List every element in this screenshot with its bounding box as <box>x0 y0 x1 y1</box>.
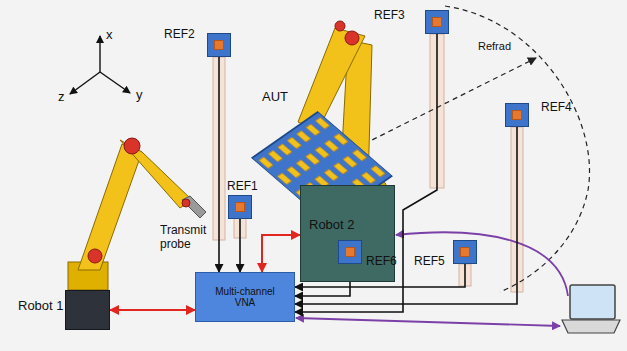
antenna-patch <box>432 17 442 27</box>
rf-cable <box>295 127 517 304</box>
rf-cable <box>295 34 437 312</box>
node-label: REF5 <box>414 255 445 269</box>
node-label: REF2 <box>164 28 195 42</box>
laptop <box>562 285 620 333</box>
antenna-patch <box>235 202 245 212</box>
node-label: REF4 <box>541 101 572 115</box>
rf-cable <box>239 219 241 272</box>
reference-antenna: REF6 <box>338 240 362 264</box>
node-label: REF6 <box>366 255 397 269</box>
part-label: AUT <box>262 90 288 105</box>
reference-antenna: REF4 <box>505 103 529 127</box>
antenna-patch <box>460 247 470 257</box>
node-label: Robot 1 <box>18 299 64 314</box>
antenna-patch <box>512 110 522 120</box>
node-label: REF1 <box>227 180 258 194</box>
reference-antenna: REF2 <box>207 33 231 57</box>
control-cable <box>110 309 195 311</box>
robot-base: Robot 1 <box>65 290 110 330</box>
antenna-patch <box>345 247 355 257</box>
control-line <box>296 318 560 326</box>
axis-label: z <box>58 90 65 105</box>
reference-antenna: REF3 <box>425 10 449 34</box>
control-cable <box>262 235 300 272</box>
poles <box>213 34 523 292</box>
robot-1-arm <box>68 138 206 290</box>
box-label: Multi-channel VNA <box>204 286 286 309</box>
part-label: Transmit probe <box>160 224 214 252</box>
node-label: Robot 2 <box>309 218 355 233</box>
antenna-patch <box>214 40 224 50</box>
rf-cable <box>218 57 220 272</box>
part-label: Refrad <box>478 40 511 53</box>
axis-label: y <box>136 88 143 103</box>
vna-box: Multi-channel VNA <box>195 272 295 322</box>
node-label: REF3 <box>374 9 405 23</box>
reference-antenna: REF5 <box>453 240 477 264</box>
reference-antenna: REF1 <box>228 195 252 219</box>
axes <box>70 36 130 94</box>
axis-label: x <box>106 28 113 43</box>
